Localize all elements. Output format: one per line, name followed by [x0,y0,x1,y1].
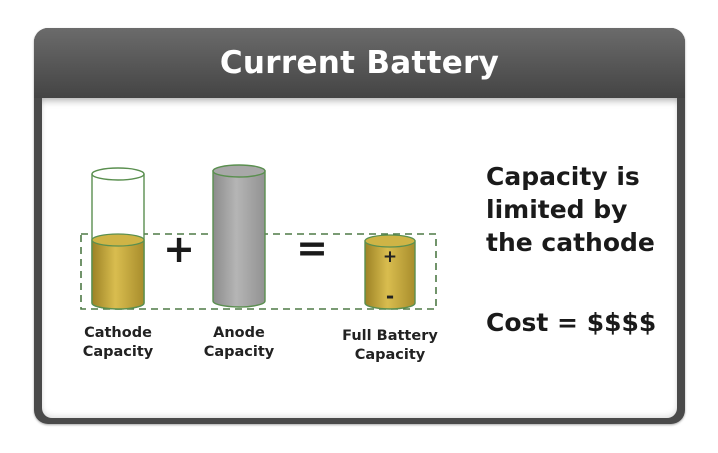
anode-cylinder [212,164,266,308]
equals-operator: = [296,226,328,270]
header-bar: Current Battery [34,28,685,98]
plus-operator: + [163,227,195,271]
full-battery-label-line2: Capacity [354,347,426,363]
full-battery-label: Full Battery Capacity [330,327,450,365]
anode-label-line2: Capacity [203,344,275,360]
cathode-label-line2: Capacity [82,344,154,360]
card: Current Battery [34,28,685,424]
cathode-limit-box [80,233,437,310]
cathode-cylinder [91,167,145,310]
full-battery-cylinder [364,234,416,310]
anode-label: Anode Capacity [189,324,289,362]
full-battery-label-line1: Full Battery [342,328,438,344]
capacity-note-line2: limited by [486,195,628,224]
positive-terminal-sign: + [383,247,397,267]
card-body [42,98,677,418]
cathode-label-line1: Cathode [84,325,152,341]
cost-text: Cost = $$$$ [486,308,657,337]
negative-terminal-sign: - [386,284,394,308]
capacity-note: Capacity is limited by the cathode [486,160,686,259]
page-title: Current Battery [219,45,500,81]
cathode-label: Cathode Capacity [68,324,168,362]
capacity-note-line1: Capacity is [486,162,640,191]
anode-label-line1: Anode [213,325,265,341]
capacity-note-line3: the cathode [486,228,655,257]
